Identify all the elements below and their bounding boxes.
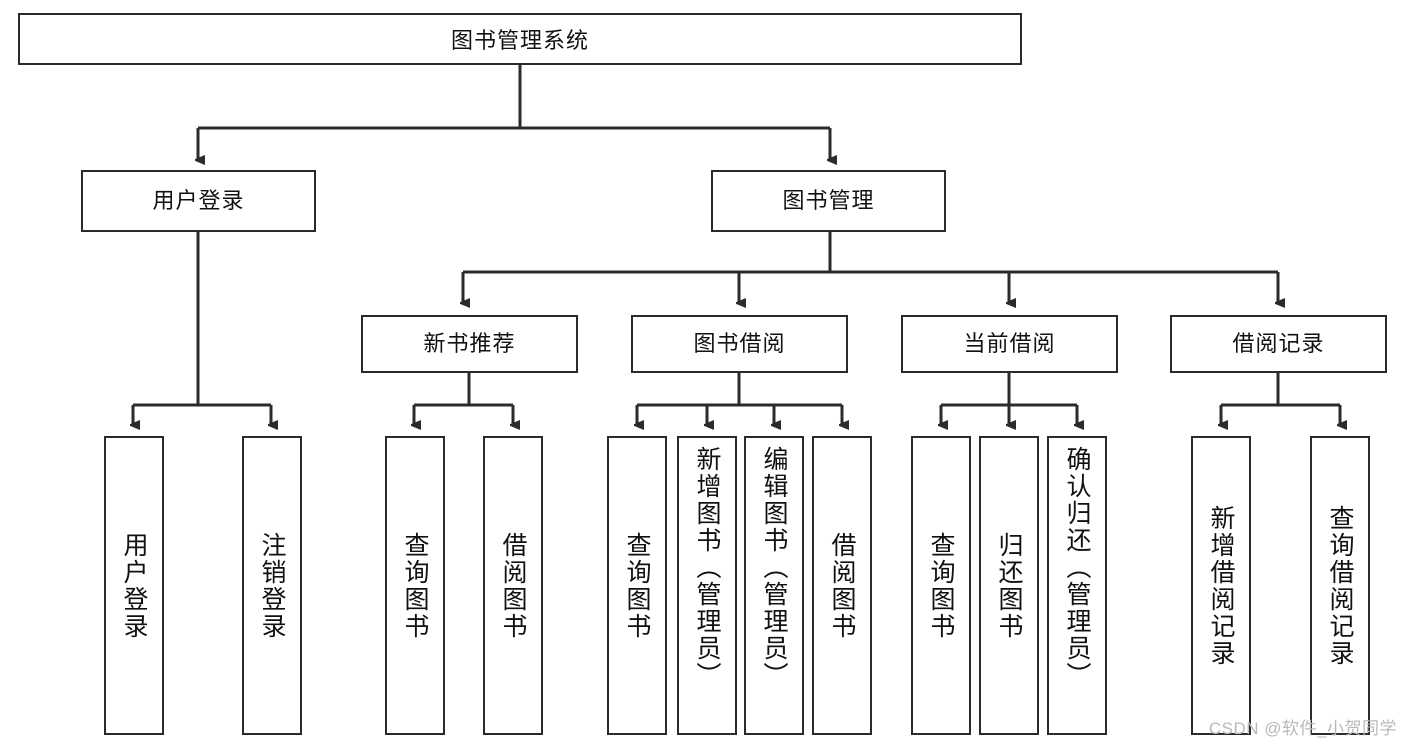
node-book-borrow[interactable]: 图书借阅	[631, 315, 848, 373]
node-label: 借阅记录	[1232, 330, 1325, 356]
leaf-record-query-borrow-record[interactable]: 查询借阅记录	[1310, 436, 1370, 735]
node-label: 编辑图书（管理员）	[760, 446, 788, 689]
node-label: 当前借阅	[963, 330, 1056, 356]
node-label: 图书管理系统	[450, 28, 589, 53]
node-label: 新书推荐	[423, 330, 516, 356]
node-label: 新增图书（管理员）	[693, 446, 721, 689]
node-label: 新增借阅记录	[1207, 504, 1235, 667]
node-label: 查询图书	[623, 531, 651, 640]
leaf-recommend-borrow-book[interactable]: 借阅图书	[483, 436, 543, 735]
node-label: 借阅图书	[499, 531, 527, 640]
node-label: 借阅图书	[828, 531, 856, 640]
node-new-book-recommend[interactable]: 新书推荐	[361, 315, 578, 373]
node-label: 用户登录	[152, 187, 245, 213]
leaf-record-add-borrow-record[interactable]: 新增借阅记录	[1191, 436, 1251, 735]
leaf-logout-login[interactable]: 注销登录	[242, 436, 302, 735]
watermark-text: CSDN @软件_小贺同学	[1208, 719, 1397, 738]
node-label: 图书管理	[782, 187, 875, 213]
node-label: 查询图书	[401, 531, 429, 640]
leaf-user-login[interactable]: 用户登录	[104, 436, 164, 735]
node-label: 用户登录	[120, 531, 148, 640]
leaf-borrow-add-book-admin[interactable]: 新增图书（管理员）	[677, 436, 737, 735]
node-label: 图书借阅	[693, 330, 786, 356]
node-label: 归还图书	[995, 531, 1023, 640]
node-root-system[interactable]: 图书管理系统	[18, 13, 1022, 65]
node-current-borrow[interactable]: 当前借阅	[901, 315, 1118, 373]
node-book-management[interactable]: 图书管理	[711, 170, 946, 232]
leaf-recommend-query-book[interactable]: 查询图书	[385, 436, 445, 735]
node-user-login[interactable]: 用户登录	[81, 170, 316, 232]
node-label: 确认归还（管理员）	[1063, 446, 1091, 689]
leaf-borrow-borrow-book[interactable]: 借阅图书	[812, 436, 872, 735]
leaf-current-query-book[interactable]: 查询图书	[911, 436, 971, 735]
node-borrow-record[interactable]: 借阅记录	[1170, 315, 1387, 373]
node-label: 查询借阅记录	[1326, 504, 1354, 667]
leaf-current-confirm-return-admin[interactable]: 确认归还（管理员）	[1047, 436, 1107, 735]
node-label: 查询图书	[927, 531, 955, 640]
node-label: 注销登录	[258, 531, 286, 640]
leaf-borrow-query-book[interactable]: 查询图书	[607, 436, 667, 735]
leaf-current-return-book[interactable]: 归还图书	[979, 436, 1039, 735]
leaf-borrow-edit-book-admin[interactable]: 编辑图书（管理员）	[744, 436, 804, 735]
